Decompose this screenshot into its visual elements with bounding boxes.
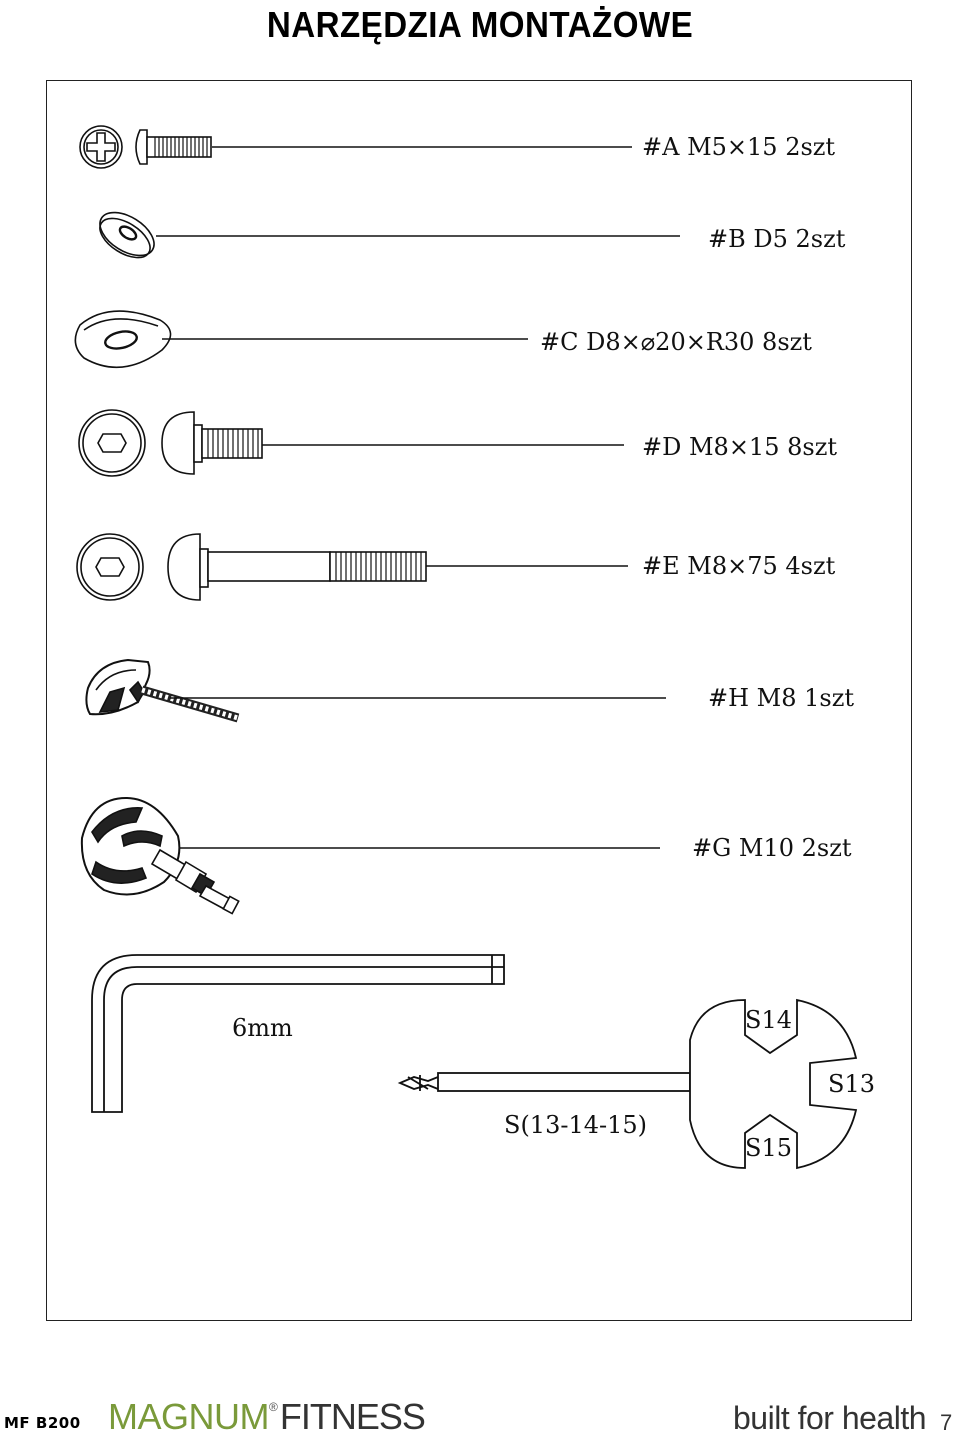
parts-frame [46,80,912,1321]
part-label-e: #E M8×75 4szt [642,552,836,580]
brand-primary: MAGNUM [108,1396,270,1437]
phillips-screw-icon [79,125,212,169]
curved-washer-icon [74,310,172,369]
model-code: MF B200 [4,1414,81,1432]
wrench-label: S(13-14-15) [504,1111,647,1139]
page-number: 7 [940,1410,953,1435]
allen-key-label: 6mm [232,1014,293,1042]
tagline: built for health [733,1400,927,1436]
registered-mark: ® [269,1400,278,1414]
allen-key-icon [91,954,505,1113]
washer-icon [99,211,155,259]
multi-wrench-icon [397,998,858,1170]
wrench-size-s13: S13 [828,1070,875,1098]
part-label-d: #D M8×15 8szt [642,433,837,461]
part-label-c: #C D8×⌀20×R30 8szt [540,328,812,356]
hex-socket-long-bolt-icon [76,533,427,601]
part-label-b: #B D5 2szt [708,225,846,253]
part-label-g: #G M10 2szt [692,834,852,862]
hex-socket-bolt-icon [78,409,263,477]
pop-pin-knob-icon [80,796,240,915]
brand-logo: MAGNUM®FITNESS [108,1396,426,1438]
wrench-size-s15: S15 [745,1134,792,1162]
brand-secondary: FITNESS [279,1396,426,1437]
wrench-size-s14: S14 [745,1006,792,1034]
part-label-h: #H M8 1szt [708,684,854,712]
page-title: NARZĘDZIA MONTAŻOWE [266,4,694,45]
part-label-a: #A M5×15 2szt [642,133,835,161]
knob-bolt-icon [85,658,240,723]
